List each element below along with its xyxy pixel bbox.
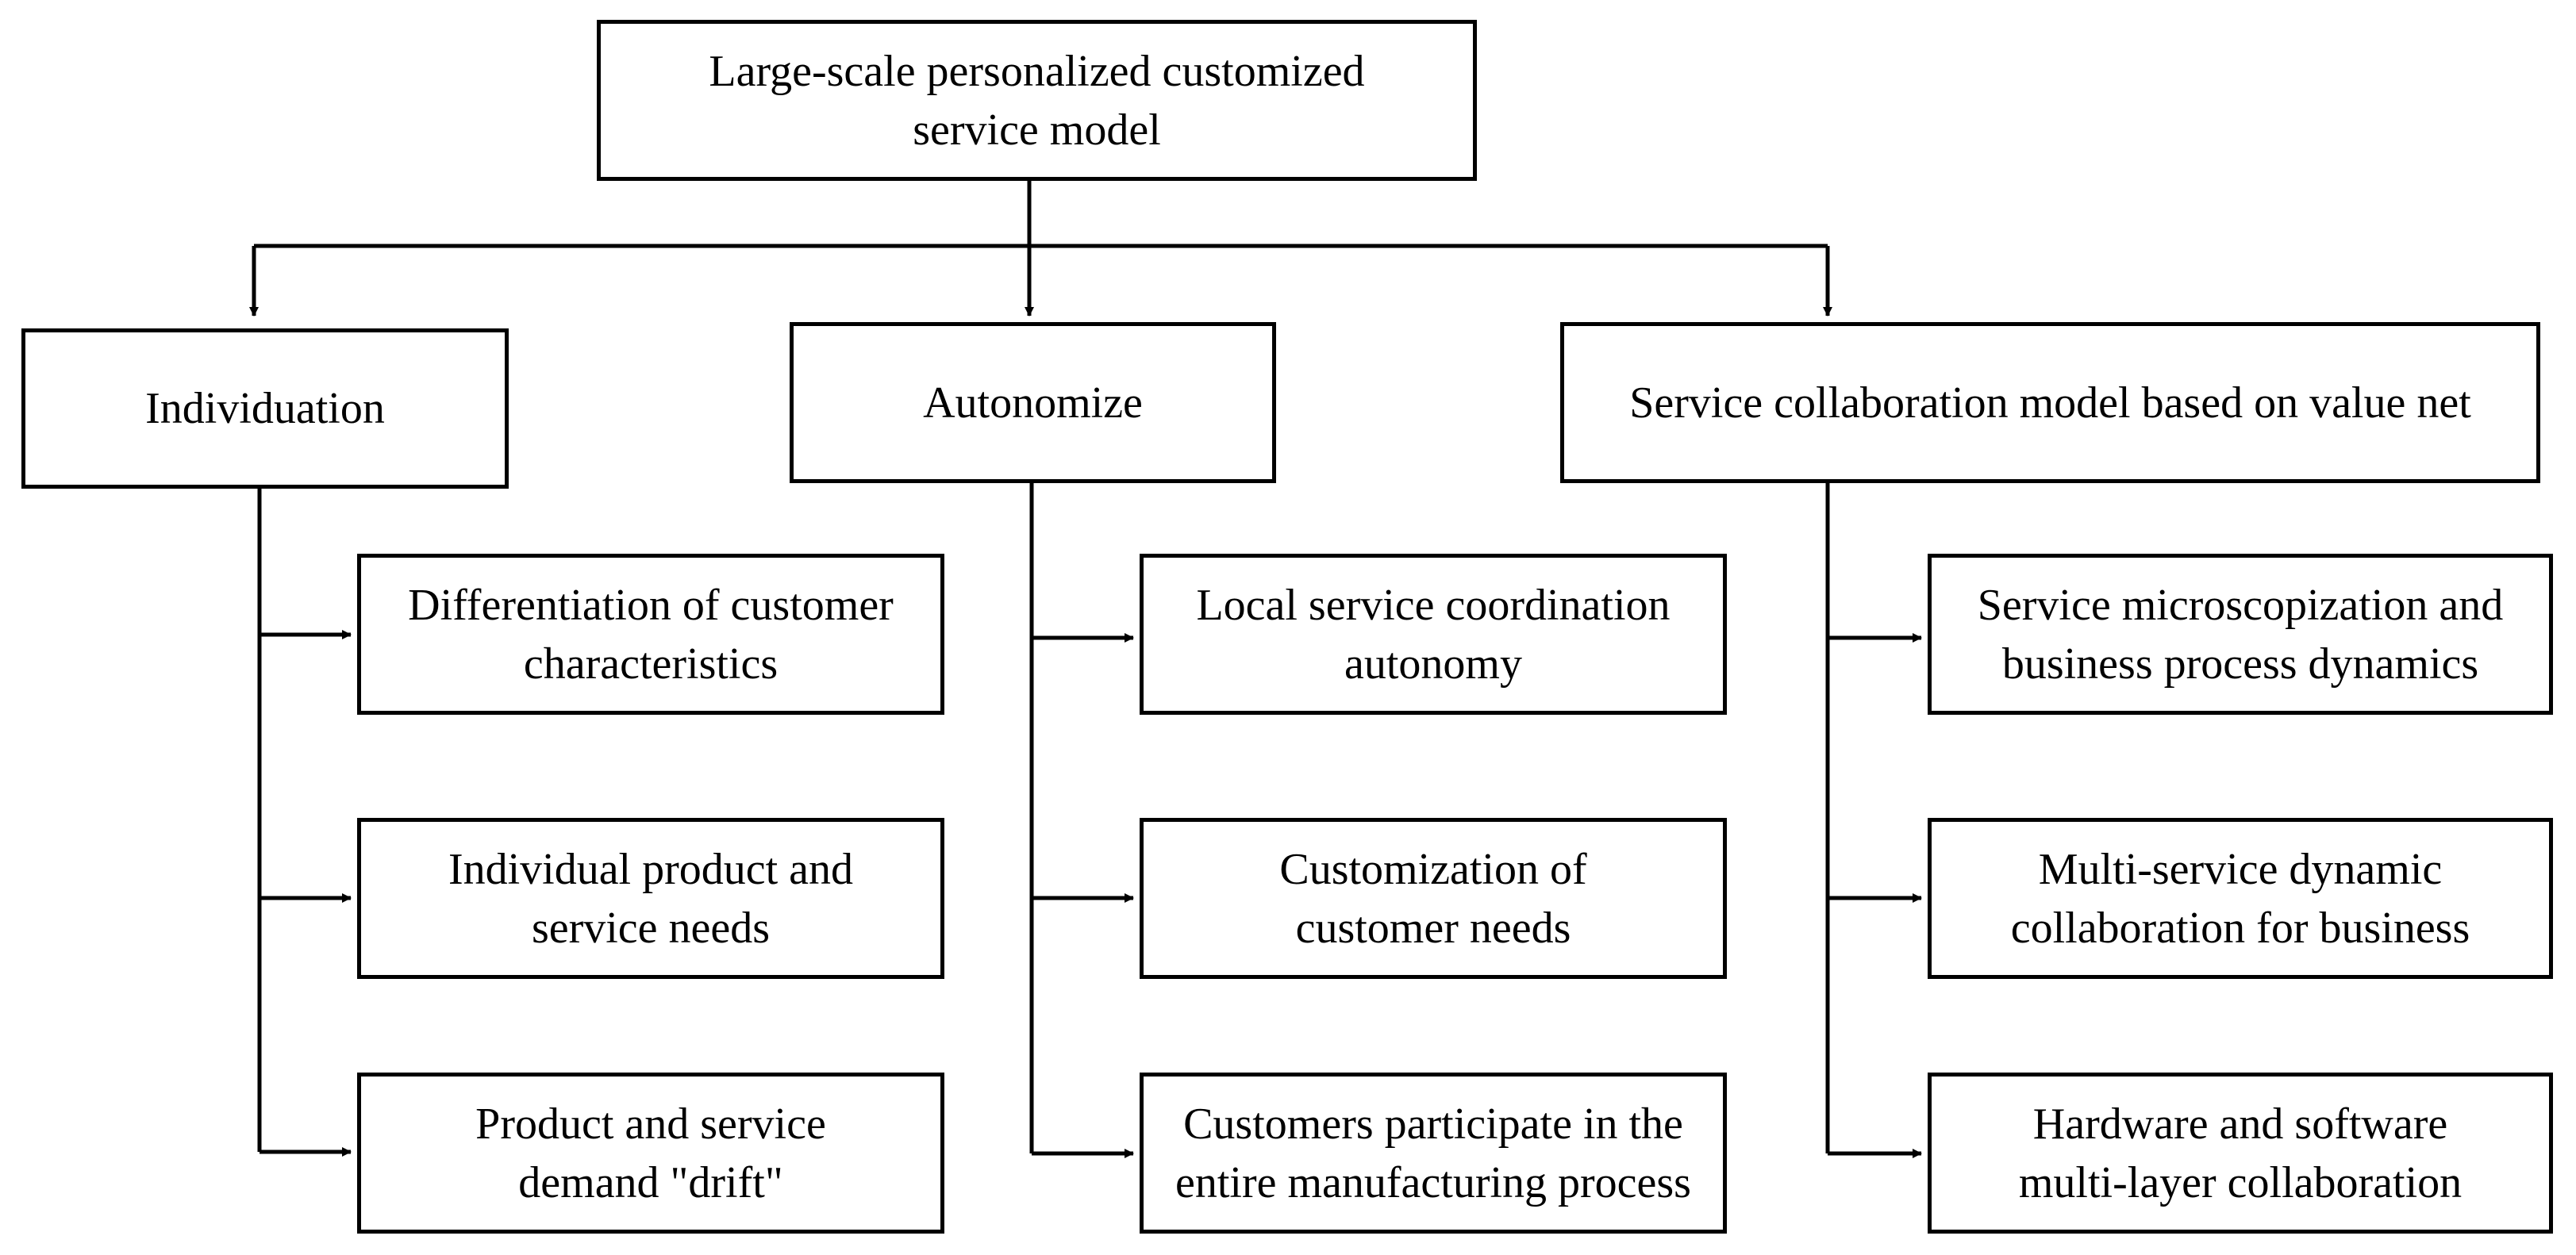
- branch-node-label: Autonomize: [923, 378, 1143, 428]
- leaf-node-local-coordination: Local service coordination autonomy: [1140, 554, 1727, 715]
- leaf-node-individual-needs: Individual product and service needs: [357, 818, 944, 979]
- leaf-node-label: Customization of customer needs: [1279, 844, 1587, 953]
- leaf-node-label: Differentiation of customer characterist…: [408, 580, 894, 689]
- leaf-node-label: Service microscopization and business pr…: [1977, 580, 2504, 689]
- leaf-node-multi-service-collaboration: Multi-service dynamic collaboration for …: [1928, 818, 2553, 979]
- branch-node-label: Individuation: [145, 384, 385, 433]
- branch-node-service-collaboration: Service collaboration model based on val…: [1560, 322, 2540, 483]
- leaf-node-customer-differentiation: Differentiation of customer characterist…: [357, 554, 944, 715]
- leaf-node-label: Customers participate in the entire manu…: [1175, 1099, 1691, 1207]
- root-node-label: Large-scale personalized customized serv…: [709, 46, 1365, 155]
- branch-node-label: Service collaboration model based on val…: [1629, 378, 2471, 428]
- leaf-node-label: Hardware and software multi-layer collab…: [2018, 1099, 2463, 1207]
- leaf-node-demand-drift: Product and service demand "drift": [357, 1073, 944, 1234]
- leaf-node-label: Multi-service dynamic collaboration for …: [2010, 844, 2470, 953]
- leaf-node-label: Product and service demand "drift": [475, 1099, 826, 1207]
- leaf-node-customer-participation: Customers participate in the entire manu…: [1140, 1073, 1727, 1234]
- branch-node-autonomize: Autonomize: [790, 322, 1276, 483]
- leaf-node-label: Individual product and service needs: [448, 844, 854, 953]
- leaf-node-multi-layer-collaboration: Hardware and software multi-layer collab…: [1928, 1073, 2553, 1234]
- leaf-node-label: Local service coordination autonomy: [1196, 580, 1671, 689]
- leaf-node-needs-customization: Customization of customer needs: [1140, 818, 1727, 979]
- branch-node-individuation: Individuation: [21, 328, 509, 489]
- leaf-node-service-microscopization: Service microscopization and business pr…: [1928, 554, 2553, 715]
- root-node: Large-scale personalized customized serv…: [597, 20, 1477, 181]
